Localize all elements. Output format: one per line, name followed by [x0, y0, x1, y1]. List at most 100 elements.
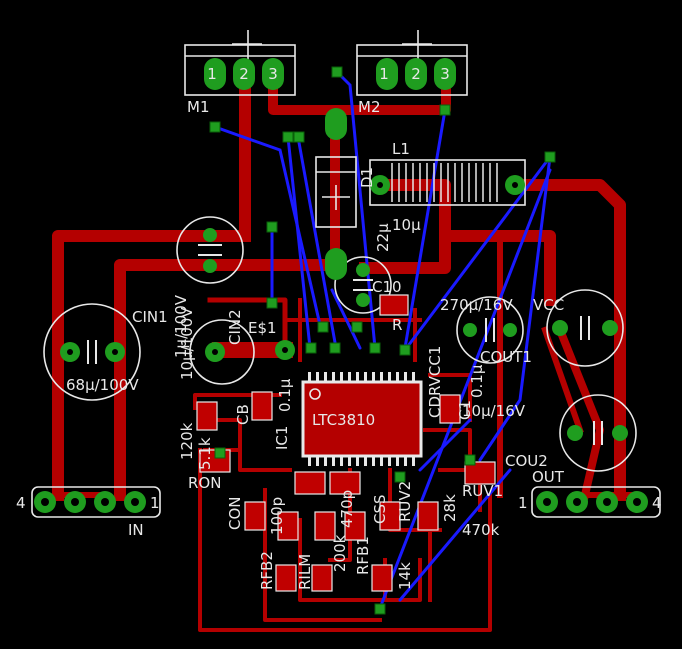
rilm-label: RILM — [296, 554, 314, 590]
con-label: CON — [226, 496, 244, 530]
m2-label: M2 — [358, 98, 381, 116]
css-pad — [379, 501, 401, 531]
es1-label: E$1 — [248, 319, 277, 337]
d1-pin-a — [325, 108, 347, 140]
d1-value: 22µ — [374, 223, 392, 252]
ron-label: RON — [188, 474, 221, 492]
in-label: IN — [128, 521, 144, 539]
rfb2-label: RFB2 — [258, 551, 276, 590]
rilm-pad — [314, 511, 336, 541]
vcc-outline — [546, 289, 624, 367]
cou2-pin-1 — [567, 425, 583, 441]
rfb1-pad — [344, 511, 366, 541]
ltc3810-label: LTC3810 — [312, 411, 375, 429]
silkscreen-layer — [31, 30, 661, 518]
cin2-outline — [189, 319, 255, 385]
cin2-label: CIN2 — [226, 309, 244, 345]
c-top-value: 10µ/100V — [178, 307, 196, 380]
c28k-pad — [417, 501, 439, 531]
c100p-label: 100p — [268, 497, 286, 535]
rfb2b-pad — [275, 564, 297, 592]
vias — [209, 66, 556, 615]
cout1-pin-2 — [503, 323, 517, 337]
c470p-pad — [329, 471, 361, 495]
m1-pin-3 — [262, 58, 284, 90]
r14k-label: 14k — [396, 562, 414, 590]
l1-label: L1 — [392, 140, 410, 158]
c100p-pad — [294, 471, 326, 495]
l1-outline — [369, 159, 526, 206]
in-pin-right-label: 1 — [150, 494, 160, 512]
c-top-pin-2 — [203, 259, 217, 273]
c-top-pin-1 — [203, 228, 217, 242]
cout1-label: COUT1 — [480, 348, 532, 366]
out-pin-right-label: 4 — [652, 494, 662, 512]
m1-pin-1 — [204, 58, 226, 90]
rfb1-value: 200k — [331, 534, 349, 572]
c28k-label: 28k — [441, 494, 459, 522]
cb-pad — [251, 391, 273, 421]
ltc3810-pins — [308, 372, 415, 466]
m1-pin-1-label: 1 — [207, 65, 217, 83]
m2-pin-2-label: 2 — [411, 65, 421, 83]
ltc3810-body — [301, 380, 423, 458]
con-pad — [244, 501, 266, 531]
smd-pads — [196, 294, 496, 592]
c10-pin-2 — [356, 293, 370, 307]
silkscreen-text: 1 2 3 1 2 3 M1 M2 L1 10µ D1 22µ CIN1 68µ… — [16, 65, 662, 590]
ron-value: 5.1k — [196, 437, 214, 470]
m1-pin-2-label: 2 — [239, 65, 249, 83]
vcc-pin-2 — [602, 320, 618, 336]
m2-pin-1 — [376, 58, 398, 90]
cdrvcc1-pad — [439, 394, 461, 424]
cin1-label: CIN1 — [132, 308, 168, 326]
vcc-pin-1 — [552, 320, 568, 336]
r470k-label: 470k — [462, 521, 500, 539]
c470p-label: 470p — [338, 490, 356, 528]
cin1-outline — [43, 303, 141, 401]
cou2-pin-2 — [612, 425, 628, 441]
cout2-value: 10µ/16V — [462, 402, 526, 420]
d1-label: D1 — [358, 167, 376, 188]
m1-pin-2 — [233, 58, 255, 90]
d1-pin-k — [325, 248, 347, 280]
cout-value: 270µ/16V — [440, 296, 513, 314]
cou2-outline — [559, 394, 637, 472]
c10-pin-1 — [356, 263, 370, 277]
m2-pin-1-label: 1 — [379, 65, 389, 83]
m1-pin-3-label: 3 — [268, 65, 278, 83]
out-pin-left-label: 1 — [518, 494, 528, 512]
rfb1-label: RFB1 — [354, 536, 372, 575]
ruv1-label: RUV1 — [462, 482, 503, 500]
rilmb-pad — [311, 564, 333, 592]
c-top-outline — [176, 216, 244, 284]
l1-value: 10µ — [392, 216, 421, 234]
r14k-pad — [371, 564, 393, 592]
cdrvcc1-label: CDRVCC1 — [426, 346, 444, 418]
cin1-value: 68µ/100V — [66, 376, 139, 394]
r120k-label: 120k — [178, 422, 196, 460]
bottom-copper-layer — [213, 70, 552, 610]
cou2-label: COU2 — [505, 452, 548, 470]
through-hole-pads — [34, 58, 648, 513]
cin2-value: 1µ/100V — [172, 294, 190, 358]
r120k-pad — [196, 401, 218, 431]
ic1-label: IC1 — [273, 426, 291, 450]
cap-symbols — [87, 244, 603, 445]
c10-label: C10 — [372, 278, 402, 296]
cout1-outline — [456, 296, 524, 364]
r-top-label: R — [392, 316, 402, 334]
ruv2-label: RUV2 — [396, 481, 414, 522]
l1-coil — [391, 163, 498, 202]
in-header-outline — [31, 486, 161, 518]
cout1-pin-1 — [463, 323, 477, 337]
rfb2-pad — [277, 511, 299, 541]
ic1-value: 0.1µ — [276, 378, 294, 412]
m1-outline — [184, 44, 296, 96]
m2-pin-2 — [405, 58, 427, 90]
out-label: OUT — [532, 468, 565, 486]
m2-pin-3-label: 3 — [440, 65, 450, 83]
m2-pin-3 — [434, 58, 456, 90]
c10-outline — [334, 256, 392, 314]
